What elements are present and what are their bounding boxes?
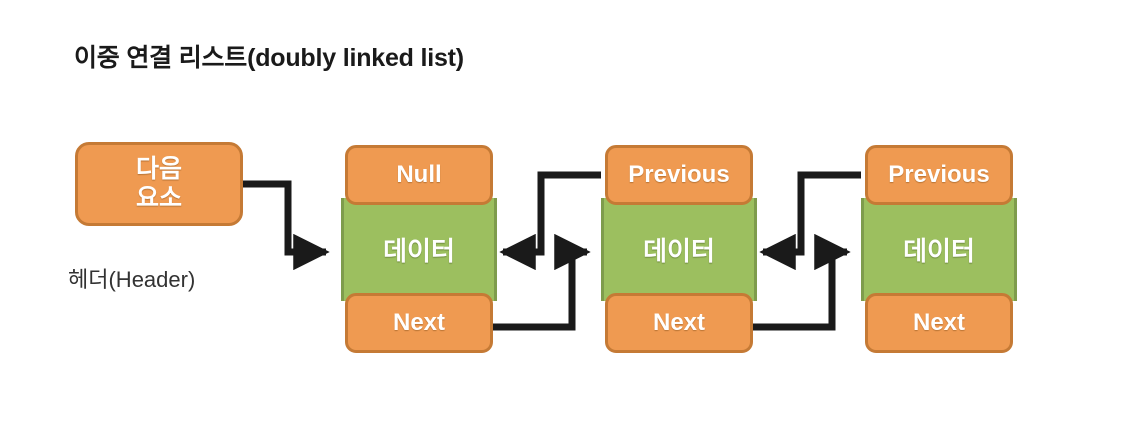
node-2-next-cell: Next	[605, 293, 753, 353]
node-1-data-cell: 데이터	[341, 198, 497, 301]
node-3-data-label: 데이터	[903, 236, 975, 266]
node-2-data-cell: 데이터	[601, 198, 757, 301]
node-2-next-label: Next	[652, 309, 706, 336]
connector-node3-prev-to-node2	[759, 171, 861, 271]
list-node-2: 데이터 Previous Next	[593, 145, 757, 353]
node-3-previous-label: Previous	[888, 161, 990, 188]
page-title: 이중 연결 리스트(doubly linked list)	[74, 44, 464, 72]
list-node-3: 데이터 Previous Next	[853, 145, 1017, 353]
node-3-next-cell: Next	[865, 293, 1013, 353]
connector-header-to-node1	[243, 180, 330, 271]
node-1-next-cell: Next	[345, 293, 493, 353]
node-1-previous-cell: Null	[345, 145, 493, 205]
node-2-previous-cell: Previous	[605, 145, 753, 205]
header-node-line1: 다음	[135, 154, 182, 183]
node-3-previous-cell: Previous	[865, 145, 1013, 205]
connector-node1-next-to-node2	[493, 233, 591, 331]
node-1-data-label: 데이터	[383, 236, 455, 266]
header-node-line2: 요소	[135, 184, 182, 212]
header-caption: 헤더(Header)	[68, 267, 196, 292]
node-2-previous-label: Previous	[628, 161, 730, 188]
node-2-data-label: 데이터	[643, 236, 715, 266]
list-node-1: 데이터 Null Next	[333, 145, 497, 353]
node-3-data-cell: 데이터	[861, 198, 1017, 301]
node-3-next-label: Next	[912, 309, 966, 336]
connector-node2-next-to-node3	[753, 233, 851, 331]
header-node: 다음 요소	[75, 142, 243, 226]
node-1-next-label: Next	[392, 309, 446, 336]
node-1-previous-label: Null	[396, 161, 442, 188]
connector-node2-prev-to-node1	[499, 171, 601, 271]
